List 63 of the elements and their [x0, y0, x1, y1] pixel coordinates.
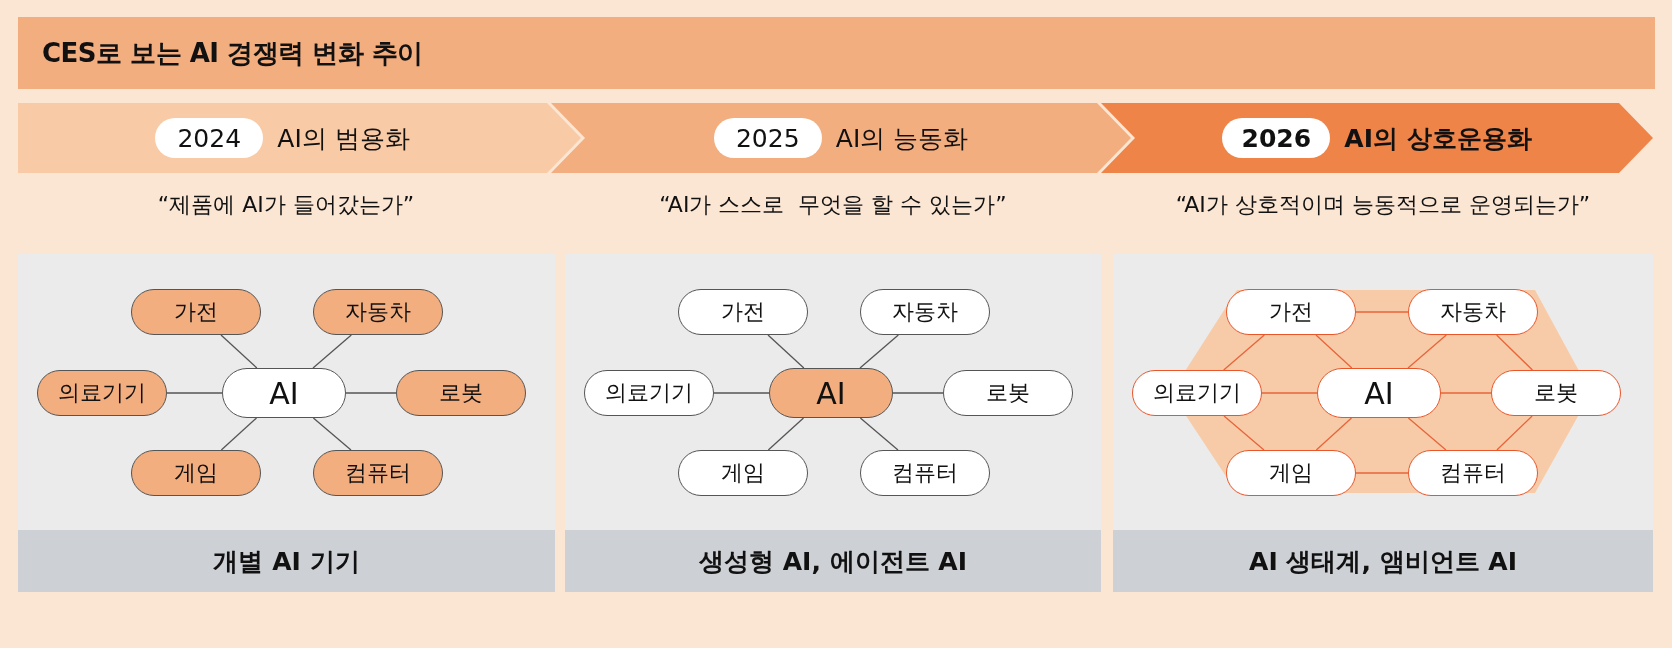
title-bar: CES로 보는 AI 경쟁력 변화 추이 — [18, 17, 1655, 89]
connector-line — [1495, 334, 1534, 371]
category-band: AI 생태계, 앰비언트 AI — [1113, 530, 1653, 592]
device-node: 의료기기 — [1132, 370, 1262, 416]
device-node: 가전 — [131, 289, 261, 335]
connector-line — [312, 417, 352, 451]
device-node: 게임 — [678, 450, 808, 496]
stage-title: AI의 능동화 — [835, 122, 969, 155]
device-node: 게임 — [131, 450, 261, 496]
connector-line — [1355, 472, 1409, 474]
connector-line — [1315, 417, 1353, 451]
connector-line — [713, 392, 770, 394]
connector-line — [1223, 415, 1265, 451]
ai-hub-node: AI — [222, 368, 346, 418]
device-node: 로봇 — [943, 370, 1073, 416]
connector-line — [892, 392, 944, 394]
device-node: 컴퓨터 — [313, 450, 443, 496]
year-badge: 2026 — [1222, 118, 1331, 158]
panel-background — [565, 254, 1101, 592]
category-band: 개별 AI 기기 — [18, 530, 555, 592]
connector-line — [220, 417, 258, 451]
device-node: 로봇 — [1491, 370, 1621, 416]
stage-title: AI의 범용화 — [277, 122, 410, 155]
stage-title: AI의 상호운용화 — [1344, 122, 1532, 155]
device-node: 컴퓨터 — [1408, 450, 1538, 496]
device-node: 의료기기 — [584, 370, 714, 416]
device-node: 의료기기 — [37, 370, 167, 416]
ai-hub-node: AI — [1317, 368, 1441, 418]
connector-line — [1261, 392, 1318, 394]
question-quote: “제품에 AI가 들어갔는가” — [156, 191, 416, 219]
connector-line — [767, 334, 805, 369]
connector-line — [1496, 415, 1533, 451]
device-node: 가전 — [678, 289, 808, 335]
connector-line — [767, 417, 805, 451]
question-quote: “AI가 상호적이며 능동적으로 운영되는가” — [1174, 191, 1592, 219]
connector-line — [859, 417, 899, 451]
year-badge: 2025 — [713, 118, 822, 158]
stage-chevron — [551, 103, 1131, 173]
ai-hub-node: AI — [769, 368, 893, 418]
connector-line — [1223, 334, 1265, 371]
connector-line — [1355, 311, 1409, 313]
year-badge: 2024 — [155, 118, 264, 158]
category-band: 생성형 AI, 에이전트 AI — [565, 530, 1101, 592]
connector-line — [312, 334, 352, 369]
connector-line — [345, 392, 397, 394]
connector-line — [1407, 417, 1447, 451]
connector-line — [1315, 334, 1353, 369]
panel-background — [18, 254, 555, 592]
connector-line — [1440, 392, 1492, 394]
device-node: 자동차 — [860, 289, 990, 335]
question-quote: “AI가 스스로 무엇을 할 수 있는가” — [658, 191, 1008, 219]
device-node: 컴퓨터 — [860, 450, 990, 496]
device-node: 자동차 — [1408, 289, 1538, 335]
stage-chevron — [18, 103, 581, 173]
device-node: 자동차 — [313, 289, 443, 335]
device-node: 로봇 — [396, 370, 526, 416]
connector-line — [1407, 334, 1447, 369]
stage-chevron — [1101, 103, 1653, 173]
device-node: 가전 — [1226, 289, 1356, 335]
connector-line — [166, 392, 223, 394]
connector-line — [220, 334, 258, 369]
device-node: 게임 — [1226, 450, 1356, 496]
connector-line — [859, 334, 899, 369]
